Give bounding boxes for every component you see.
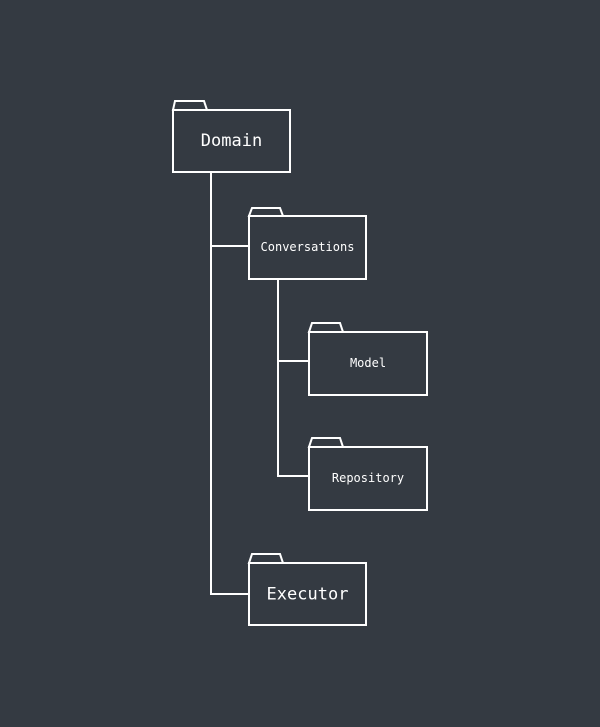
folder-label-conversations: Conversations: [261, 240, 355, 254]
connectors: [210, 171, 310, 595]
folder-model: Model: [307, 322, 428, 396]
folder-tab-domain: [171, 100, 209, 111]
folder-label-repository: Repository: [332, 471, 404, 485]
folder-body-repository: [308, 446, 428, 511]
folder-label-model: Model: [350, 356, 386, 370]
folder-label-executor: Executor: [267, 585, 349, 605]
folder-repository: Repository: [307, 437, 428, 511]
folder-conversations: Conversations: [247, 207, 367, 280]
folder-label-domain: Domain: [201, 131, 262, 151]
folder-domain: Domain: [171, 100, 291, 173]
folder-tab-repository: [307, 437, 345, 448]
folder-executor: Executor: [247, 553, 367, 626]
folder-tab-conversations: [247, 207, 285, 217]
folder-body-domain: [172, 109, 291, 173]
folder-tab-executor: [247, 553, 285, 564]
folder-body-conversations: [248, 215, 367, 280]
folder-body-executor: [248, 562, 367, 626]
folder-body-model: [308, 331, 428, 396]
folder-tab-model: [307, 322, 345, 333]
